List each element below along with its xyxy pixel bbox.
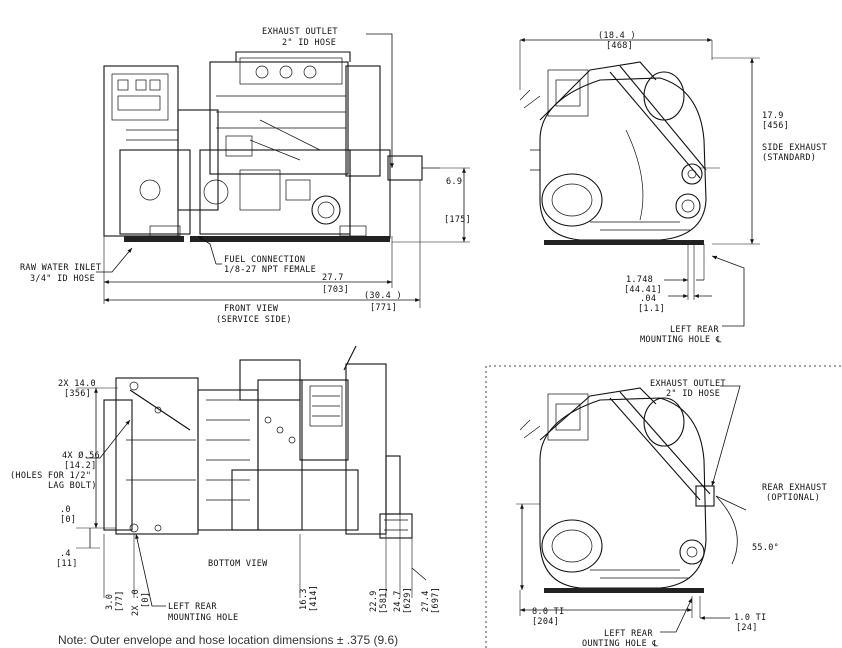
tolerance-note: Note: Outer envelope and hose location d… — [58, 633, 398, 647]
side-height-dim: 17.9 — [762, 111, 784, 121]
rear-exhaust-hose-label: 2" ID HOSE — [666, 389, 720, 399]
front-length-dim-mm: [703] — [322, 285, 349, 295]
bottom-v16-dim-mm: [414] — [309, 585, 319, 612]
rear-view-engine — [519, 387, 715, 593]
fuel-connection-label: FUEL CONNECTION — [224, 255, 305, 265]
bottom-hole-dim-mm: [14.2] — [64, 461, 97, 471]
bottom-v22-dim-mm: [581] — [379, 587, 389, 614]
front-length-dim: 27.7 — [322, 273, 344, 283]
front-overall-dim: (30.4 ) — [364, 291, 402, 301]
bottom-v27-dim-mm: [697] — [431, 587, 441, 614]
front-view: 6.9 [175] 27.7 [703] (30.4 ) [771] EXHAU… — [20, 27, 471, 325]
rear-offset-dim: 8.0 TI — [532, 607, 565, 617]
side-offset-dim: 1.748 — [626, 275, 653, 285]
bottom-v27-dim: 27.4 — [421, 590, 431, 612]
front-exhaust-hose-label: 2" ID HOSE — [282, 38, 336, 48]
side-mounting-hole-label: MOUNTING HOLE ℄ — [640, 335, 722, 345]
side-view-engine — [519, 61, 707, 245]
rear-left-rear-label: LEFT REAR — [604, 629, 653, 639]
fuel-npt-label: 1/8-27 NPT FEMALE — [224, 265, 316, 275]
bottom-v3-dim-mm: [77] — [115, 590, 125, 612]
side-left-rear-label: LEFT REAR — [670, 325, 719, 335]
front-overall-dim-mm: [771] — [370, 303, 397, 313]
bottom-v2x0-dim-mm: [0] — [141, 592, 151, 608]
rear-exhaust-outlet-label: EXHAUST OUTLET — [650, 379, 726, 389]
front-view-engine — [103, 51, 440, 242]
front-view-subtitle: (SERVICE SIDE) — [216, 315, 292, 325]
bottom-view-title: BOTTOM VIEW — [208, 559, 268, 569]
bottom-v2x0-dim: 2X .0 — [131, 589, 141, 616]
bottom-p4-dim-mm: [11] — [56, 559, 78, 569]
bottom-v24-dim-mm: [629] — [403, 587, 413, 614]
bottom-zero-dim-mm: [0] — [60, 515, 76, 525]
bottom-v3-dim: 3.0 — [105, 594, 115, 610]
bottom-mounting-hole-label: MOUNTING HOLE — [168, 613, 238, 623]
bottom-spacing-dim: 2X 14.0 — [58, 379, 96, 389]
bottom-zero-dim: .0 — [60, 505, 71, 515]
side-offset-dim-mm: [44.41] — [624, 285, 662, 295]
bottom-v16-dim: 16.3 — [299, 588, 309, 610]
side-small-dim-mm: [1.1] — [638, 304, 665, 314]
front-exhaust-outlet-label: EXHAUST OUTLET — [262, 27, 338, 37]
rear-offset-dim-mm: [204] — [532, 617, 559, 627]
raw-water-hose-label: 3/4" ID HOSE — [30, 274, 95, 284]
rear-small-dim-mm: [24] — [736, 623, 758, 633]
side-width-dim: (18.4 ) — [598, 31, 636, 41]
rear-mounting-hole-label: OUNTING HOLE ℄ — [582, 639, 658, 648]
rear-view: EXHAUST OUTLET 2" ID HOSE REAR EXHAUST (… — [485, 365, 842, 648]
rear-exhaust-label: REAR EXHAUST — [762, 483, 827, 493]
front-height-dim: 6.9 — [446, 177, 462, 187]
raw-water-inlet-label: RAW WATER INLET — [20, 263, 101, 273]
bottom-v22-dim: 22.9 — [369, 590, 379, 612]
bottom-spacing-dim-mm: [356] — [64, 389, 91, 399]
rear-exhaust-optional-label: (OPTIONAL) — [766, 493, 820, 503]
side-small-dim: .04 — [640, 294, 656, 304]
side-width-dim-mm: [468] — [606, 41, 633, 51]
front-view-title: FRONT VIEW — [224, 304, 279, 314]
bottom-hole-note-1: (HOLES FOR 1/2" — [10, 471, 91, 481]
bottom-p4-dim: .4 — [60, 549, 71, 559]
bottom-hole-note-2: LAG BOLT) — [48, 481, 97, 491]
side-view: (18.4 ) [468] 17.9 [456] SIDE EXHAUST (S… — [519, 31, 827, 345]
bottom-left-rear-label: LEFT REAR — [168, 602, 217, 612]
rear-angle-dim: 55.0° — [752, 543, 779, 553]
bottom-view-engine — [103, 345, 413, 539]
side-exhaust-standard-label: (STANDARD) — [762, 153, 816, 163]
bottom-view: 2X 14.0 [356] 4X Ø.56 [14.2] (HOLES FOR … — [10, 345, 441, 623]
side-exhaust-label: SIDE EXHAUST — [762, 143, 827, 153]
side-height-dim-mm: [456] — [762, 121, 789, 131]
rear-small-dim: 1.0 TI — [734, 613, 767, 623]
bottom-v24-dim: 24.7 — [393, 590, 403, 612]
front-height-dim-mm: [175] — [444, 215, 471, 225]
bottom-hole-dim: 4X Ø.56 — [62, 450, 100, 461]
